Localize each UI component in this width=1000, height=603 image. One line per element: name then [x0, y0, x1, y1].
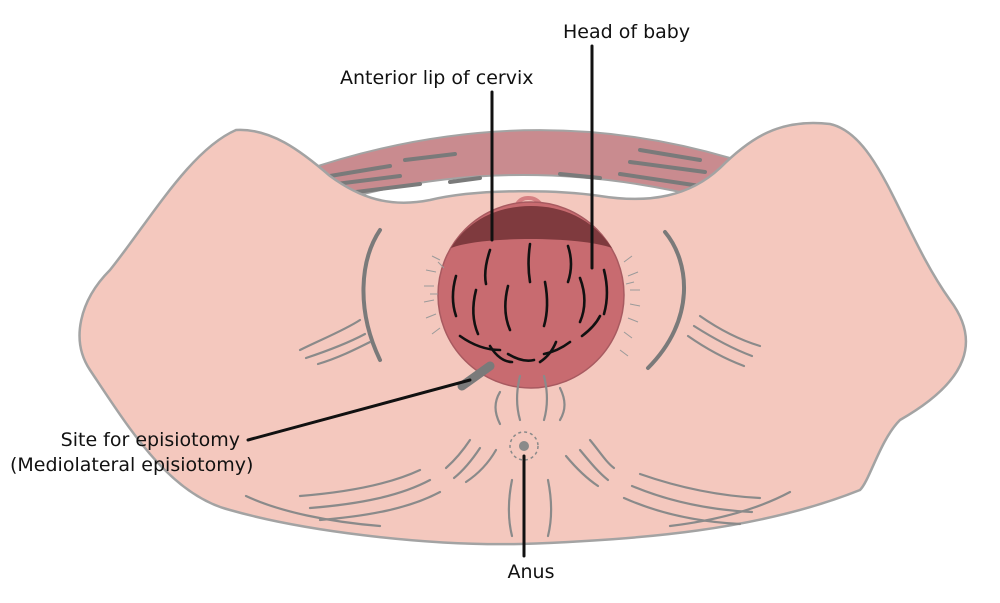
label-head-of-baby: Head of baby	[563, 21, 690, 43]
label-mediolateral-episiotomy: (Mediolateral episiotomy)	[10, 454, 253, 476]
perineum-creases	[244, 374, 792, 538]
fine-hair	[423, 255, 641, 357]
anus	[509, 431, 539, 461]
labia-right	[646, 230, 762, 370]
baby-head	[437, 201, 625, 389]
label-site-for-episiotomy: Site for episiotomy	[61, 429, 240, 451]
episiotomy-site	[457, 361, 495, 391]
label-anus: Anus	[508, 561, 555, 583]
labia-left	[298, 228, 382, 366]
label-anterior-lip-of-cervix: Anterior lip of cervix	[340, 67, 533, 89]
leader-episiotomy	[246, 378, 472, 442]
hair-strokes	[451, 242, 609, 364]
